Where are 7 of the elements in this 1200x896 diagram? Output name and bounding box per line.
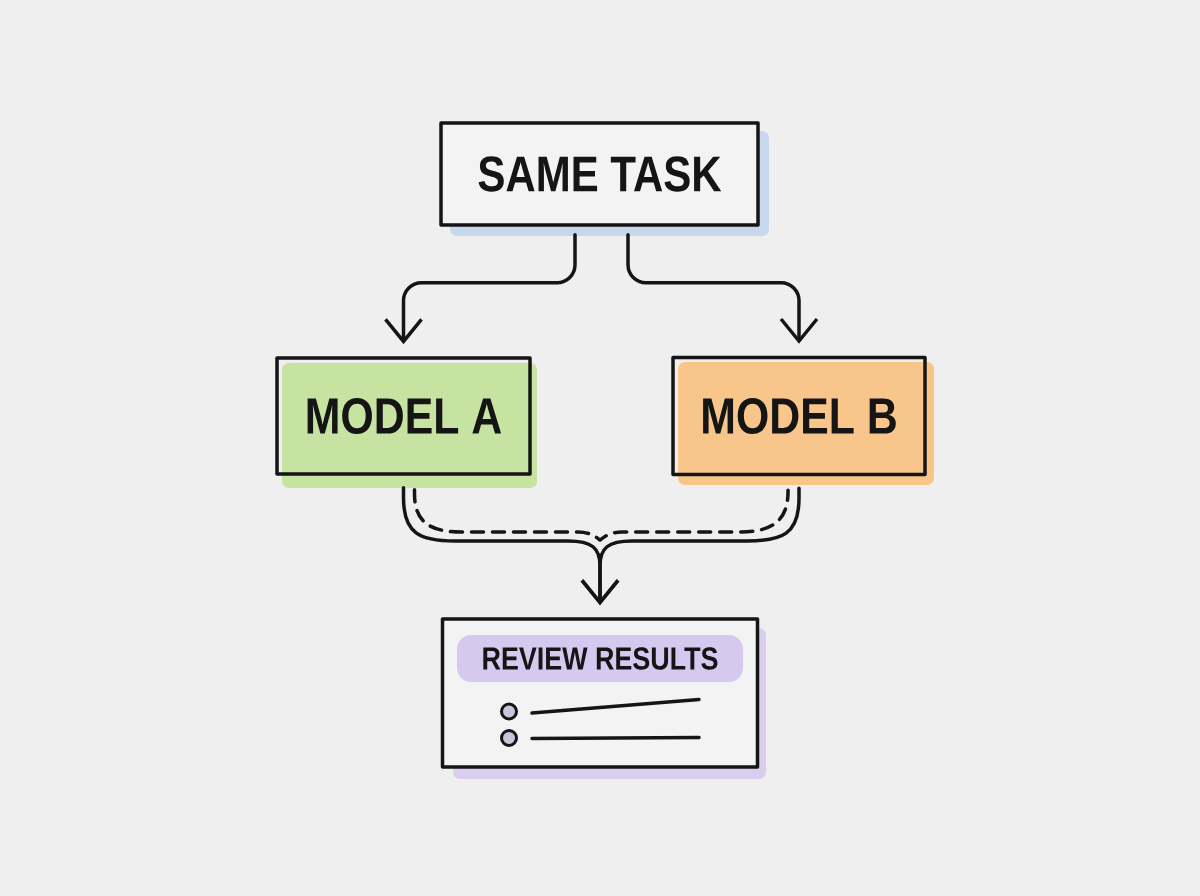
model-box: MODEL A: [275, 356, 537, 488]
arrow: [580, 486, 801, 606]
task-box: SAME TASK: [439, 121, 769, 236]
arrow: [384, 233, 577, 345]
dashed-connector: [412, 488, 790, 542]
arrow: [626, 233, 819, 344]
model-box: MODEL B: [671, 355, 934, 485]
